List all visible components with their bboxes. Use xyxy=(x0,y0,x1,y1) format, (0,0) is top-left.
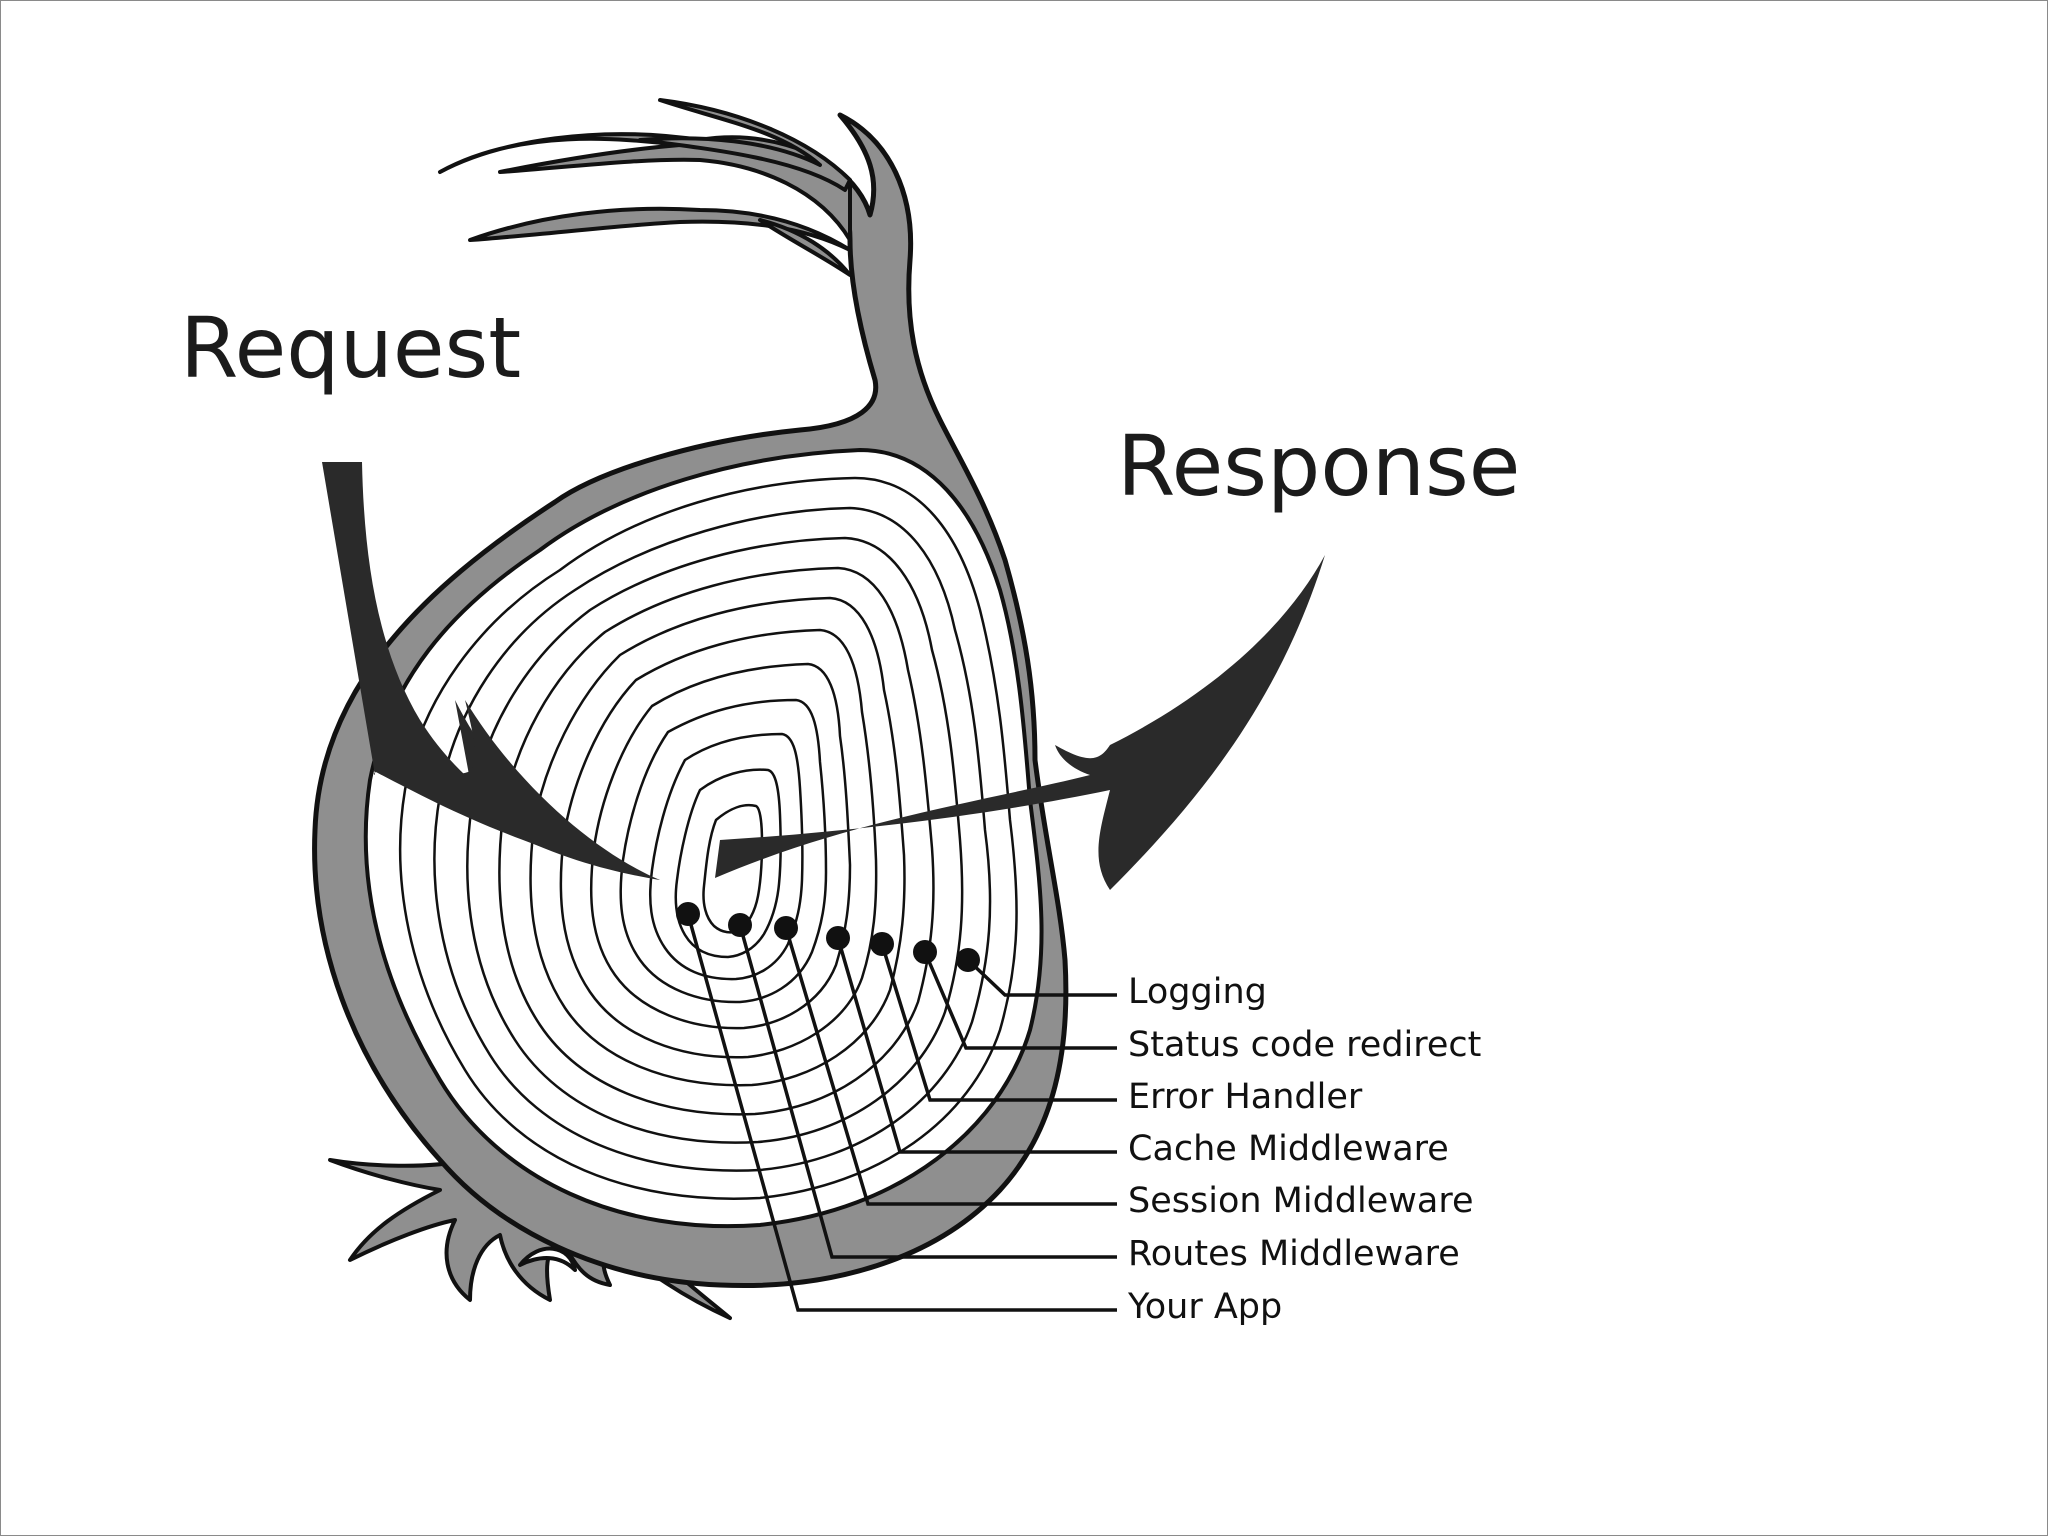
layer-label-error-handler: Error Handler xyxy=(1128,1077,1363,1117)
layer-label-routes-middleware: Routes Middleware xyxy=(1128,1234,1460,1274)
onion-flesh xyxy=(363,447,1044,1229)
onion-roots xyxy=(328,1158,732,1320)
onion-rings xyxy=(398,476,1018,1200)
layer-leaders xyxy=(686,913,1117,1312)
layer-dot-your-app xyxy=(676,902,700,926)
layer-dot-status-code-redirect xyxy=(913,940,937,964)
request-label: Request xyxy=(180,299,521,397)
layer-label-status-code-redirect: Status code redirect xyxy=(1128,1025,1481,1065)
layer-label-your-app: Your App xyxy=(1127,1287,1282,1327)
layer-label-session-middleware: Session Middleware xyxy=(1128,1181,1474,1221)
response-arrow[interactable] xyxy=(715,555,1325,890)
response-label: Response xyxy=(1117,417,1520,515)
layer-dot-session-middleware xyxy=(774,916,798,940)
layer-dot-cache-middleware xyxy=(826,926,850,950)
request-arrow-head xyxy=(372,700,660,880)
layer-labels: Logging Status code redirect Error Handl… xyxy=(1127,972,1481,1327)
layer-dots xyxy=(676,902,980,972)
layer-label-logging: Logging xyxy=(1128,972,1267,1012)
layer-dot-error-handler xyxy=(870,932,894,956)
layer-label-cache-middleware: Cache Middleware xyxy=(1128,1129,1449,1169)
layer-dot-routes-middleware xyxy=(728,913,752,937)
onion-leaves xyxy=(438,98,852,277)
layer-dot-logging xyxy=(956,948,980,972)
